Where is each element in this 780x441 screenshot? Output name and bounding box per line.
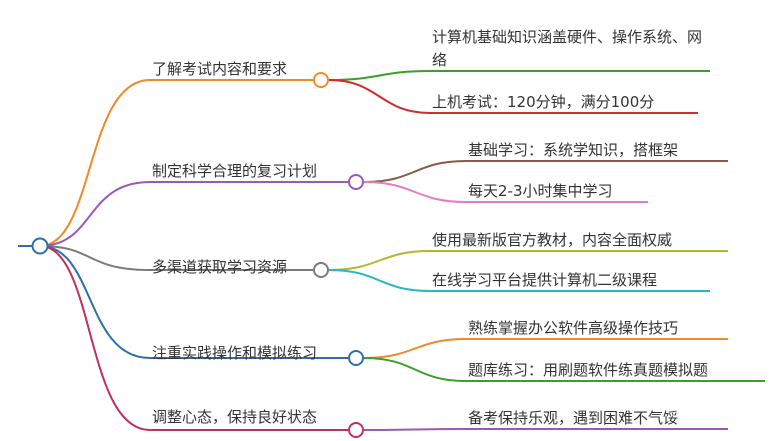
- leaf-edge-3-0: [363, 338, 467, 359]
- branch-edge-3: [39, 245, 151, 359]
- leaf-label-office-skills: 熟练掌握办公软件高级操作技巧: [468, 319, 679, 337]
- leaf-edge-2-1: [328, 269, 431, 292]
- branch-edge-0: [39, 79, 151, 247]
- root-node: [31, 237, 49, 255]
- leaf-edge-1-1: [363, 181, 467, 203]
- branch-label-practice: 注重实践操作和模拟练习: [152, 344, 318, 362]
- branch-node-0: [313, 72, 329, 88]
- branch-label-mindset: 调整心态，保持良好状态: [152, 408, 318, 426]
- branch-edge-1: [39, 181, 151, 247]
- leaf-label-computer-exam: 上机考试：120分钟，满分100分: [432, 93, 655, 111]
- leaf-label-question-bank: 题库练习：用刷题软件练真题模拟题: [468, 361, 709, 379]
- branch-label-exam-content: 了解考试内容和要求: [152, 60, 288, 78]
- leaf-edge-3-1: [363, 357, 467, 382]
- branch-node-3: [348, 350, 364, 366]
- leaf-edge-0-1: [328, 79, 431, 114]
- leaf-label-official-textbook: 使用最新版官方教材，内容全面权威: [432, 231, 673, 249]
- branch-edge-2: [39, 245, 151, 271]
- branch-label-study-plan: 制定科学合理的复习计划: [152, 162, 318, 180]
- branch-node-1: [348, 174, 364, 190]
- leaf-label-basic-knowledge: 计算机基础知识涵盖硬件、操作系统、网络: [432, 28, 703, 69]
- leaf-edge-1-0: [363, 160, 467, 183]
- leaf-label-optimism: 备考保持乐观，遇到困难不气馁: [468, 409, 679, 427]
- leaf-edge-4-0: [363, 428, 467, 431]
- leaf-label-basic-study: 基础学习：系统学知识，搭框架: [468, 141, 679, 159]
- leaf-label-online-platform: 在线学习平台提供计算机二级课程: [432, 271, 658, 289]
- leaf-label-daily-hours: 每天2-3小时集中学习: [468, 182, 613, 200]
- branch-label-resources: 多渠道获取学习资源: [152, 258, 288, 276]
- branch-node-4: [348, 422, 364, 438]
- branch-edge-4: [39, 245, 151, 431]
- branch-node-2: [313, 262, 329, 278]
- leaf-edge-0-0: [328, 70, 431, 81]
- leaf-edge-2-0: [328, 250, 431, 271]
